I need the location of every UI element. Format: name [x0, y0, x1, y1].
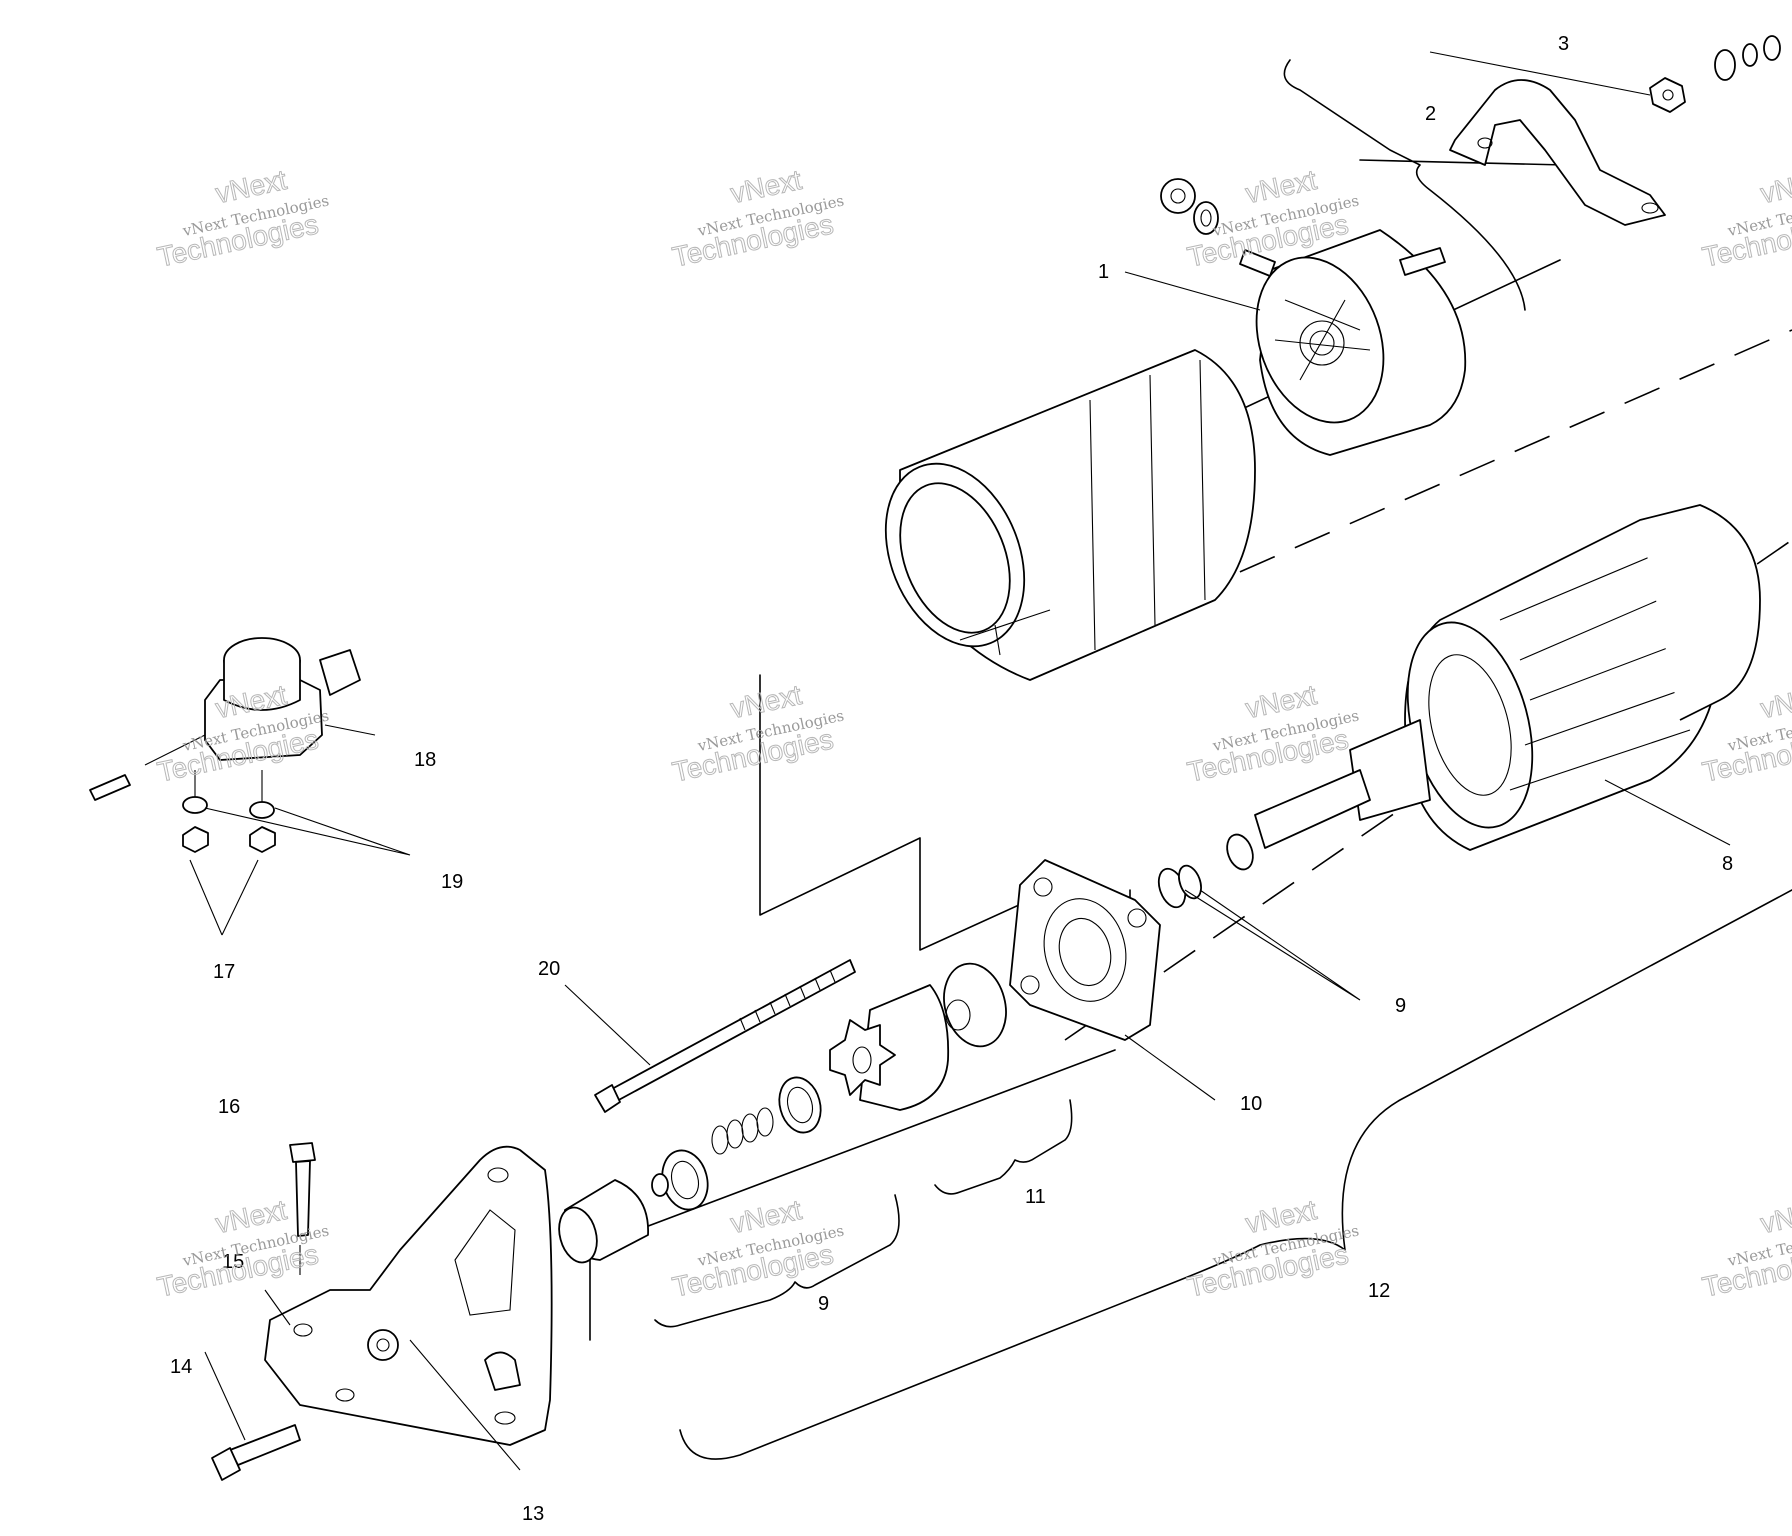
mounting-plate: [264, 1145, 553, 1446]
callout-15: 15: [222, 1251, 244, 1273]
callout-11: 11: [1025, 1186, 1046, 1208]
callout-13: 13: [522, 1503, 544, 1525]
star-washer-13: [367, 1329, 399, 1361]
solenoid-18: [89, 637, 361, 801]
watermark-text: vNext: [1758, 164, 1792, 209]
callout-10: 10: [1240, 1093, 1262, 1115]
mounting-bracket-2: [1449, 79, 1666, 226]
callout-20: 20: [538, 958, 560, 980]
callout-14: 14: [170, 1356, 192, 1378]
callout-17: 17: [213, 961, 235, 983]
watermark-text: vNext: [1758, 679, 1792, 724]
callout-9-upper: 9: [1395, 995, 1406, 1017]
cup-washer: [943, 962, 1007, 1048]
washers-9-upper: [1157, 864, 1202, 909]
stator-housing: [884, 349, 1256, 681]
nuts-washers-17-19: [182, 770, 276, 853]
through-bolt-20: [594, 959, 856, 1113]
armature-8: [1226, 504, 1761, 871]
brace-2: [1283, 59, 1526, 311]
drive-pinion-11: [829, 984, 950, 1111]
callout-16: 16: [218, 1096, 240, 1118]
callout-1: 1: [1098, 261, 1109, 283]
callout-2: 2: [1425, 103, 1436, 125]
callout-9-lower: 9: [818, 1293, 829, 1315]
callout-19: 19: [441, 871, 463, 893]
drive-end-flange-10: [1009, 859, 1161, 1041]
callout-12: 12: [1368, 1280, 1390, 1302]
bolt-14: [211, 1424, 301, 1481]
callout-18: 18: [414, 749, 436, 771]
rear-end-cap: [1160, 178, 1467, 456]
bolt-16: [289, 1142, 316, 1237]
callout-3: 3: [1558, 33, 1569, 55]
nut-3: [1649, 35, 1781, 113]
brace-9-lower: [654, 1194, 900, 1328]
callout-8: 8: [1722, 853, 1733, 875]
callout-labels: 1 2 3 8 9 10 11 12 9 13 14 15 16 17 18 1…: [170, 33, 1733, 1525]
watermark-text: vNext: [1758, 1194, 1792, 1239]
brace-11: [934, 1099, 1073, 1195]
leader-lines: [189, 51, 1731, 1471]
collar-spring-group: [558, 1076, 822, 1264]
brace-12: [679, 889, 1792, 1460]
